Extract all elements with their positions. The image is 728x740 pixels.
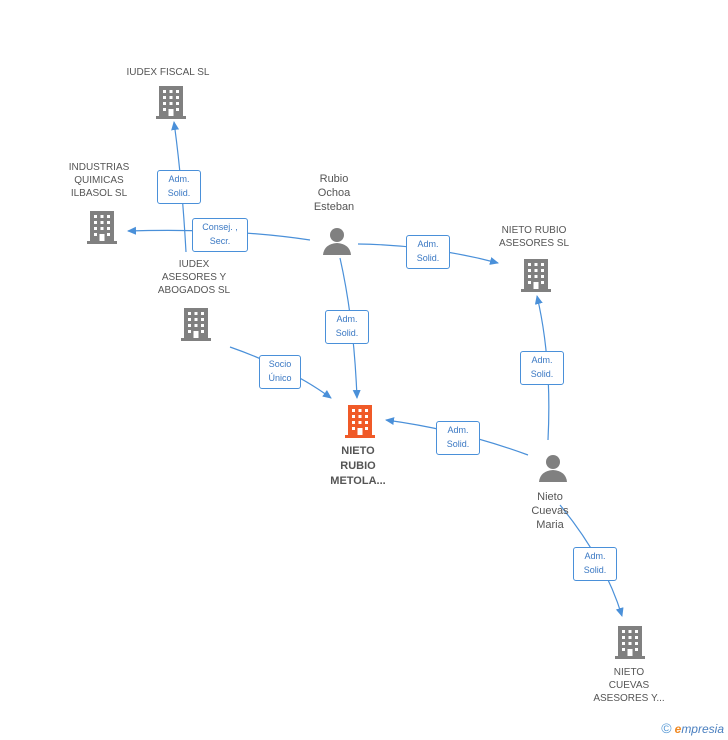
edge-label-adm-solid: Adm. Solid. <box>325 310 369 344</box>
edge-label-socio-unico: Socio Único <box>259 355 301 389</box>
node-label-iudex-fiscal: IUDEX FISCAL SL <box>126 67 210 78</box>
edge-label-adm-solid: Adm. Solid. <box>573 547 617 581</box>
person-icon <box>539 455 567 482</box>
edge-label-adm-solid: Adm. Solid. <box>157 170 201 204</box>
node-label-rubio-ochoa: Rubio Ochoa Esteban <box>313 173 355 213</box>
edge-label-adm-solid: Adm. Solid. <box>520 351 564 385</box>
node-label-nieto-cuevas-asesores: NIETO CUEVAS ASESORES Y... <box>593 667 665 704</box>
edge-label-consej-secr: Consej. , Secr. <box>192 218 248 252</box>
node-label-focus-company: NIETO RUBIO METOLA... <box>330 445 386 487</box>
brand-rest: mpresia <box>681 722 724 736</box>
empresia-logo: ©empresia <box>661 720 724 736</box>
building-icon <box>615 626 645 659</box>
brand-e: e <box>674 722 682 736</box>
person-icon <box>323 228 351 255</box>
edge-label-adm-solid: Adm. Solid. <box>436 421 480 455</box>
copyright-icon: © <box>661 720 672 736</box>
edge-label-adm-solid: Adm. Solid. <box>406 235 450 269</box>
building-icon <box>181 308 211 341</box>
building-icon <box>156 86 186 119</box>
node-label-nieto-cuevas: Nieto Cuevas Maria <box>531 491 569 531</box>
focus-building-icon <box>345 405 375 438</box>
building-icon <box>521 259 551 292</box>
node-label-industrias-quimicas: INDUSTRIAS QUIMICAS ILBASOL SL <box>68 162 130 199</box>
building-icon <box>87 211 117 244</box>
node-label-iudex-asesores: IUDEX ASESORES Y ABOGADOS SL <box>157 259 231 296</box>
node-label-nieto-rubio-asesores: NIETO RUBIO ASESORES SL <box>498 225 570 249</box>
